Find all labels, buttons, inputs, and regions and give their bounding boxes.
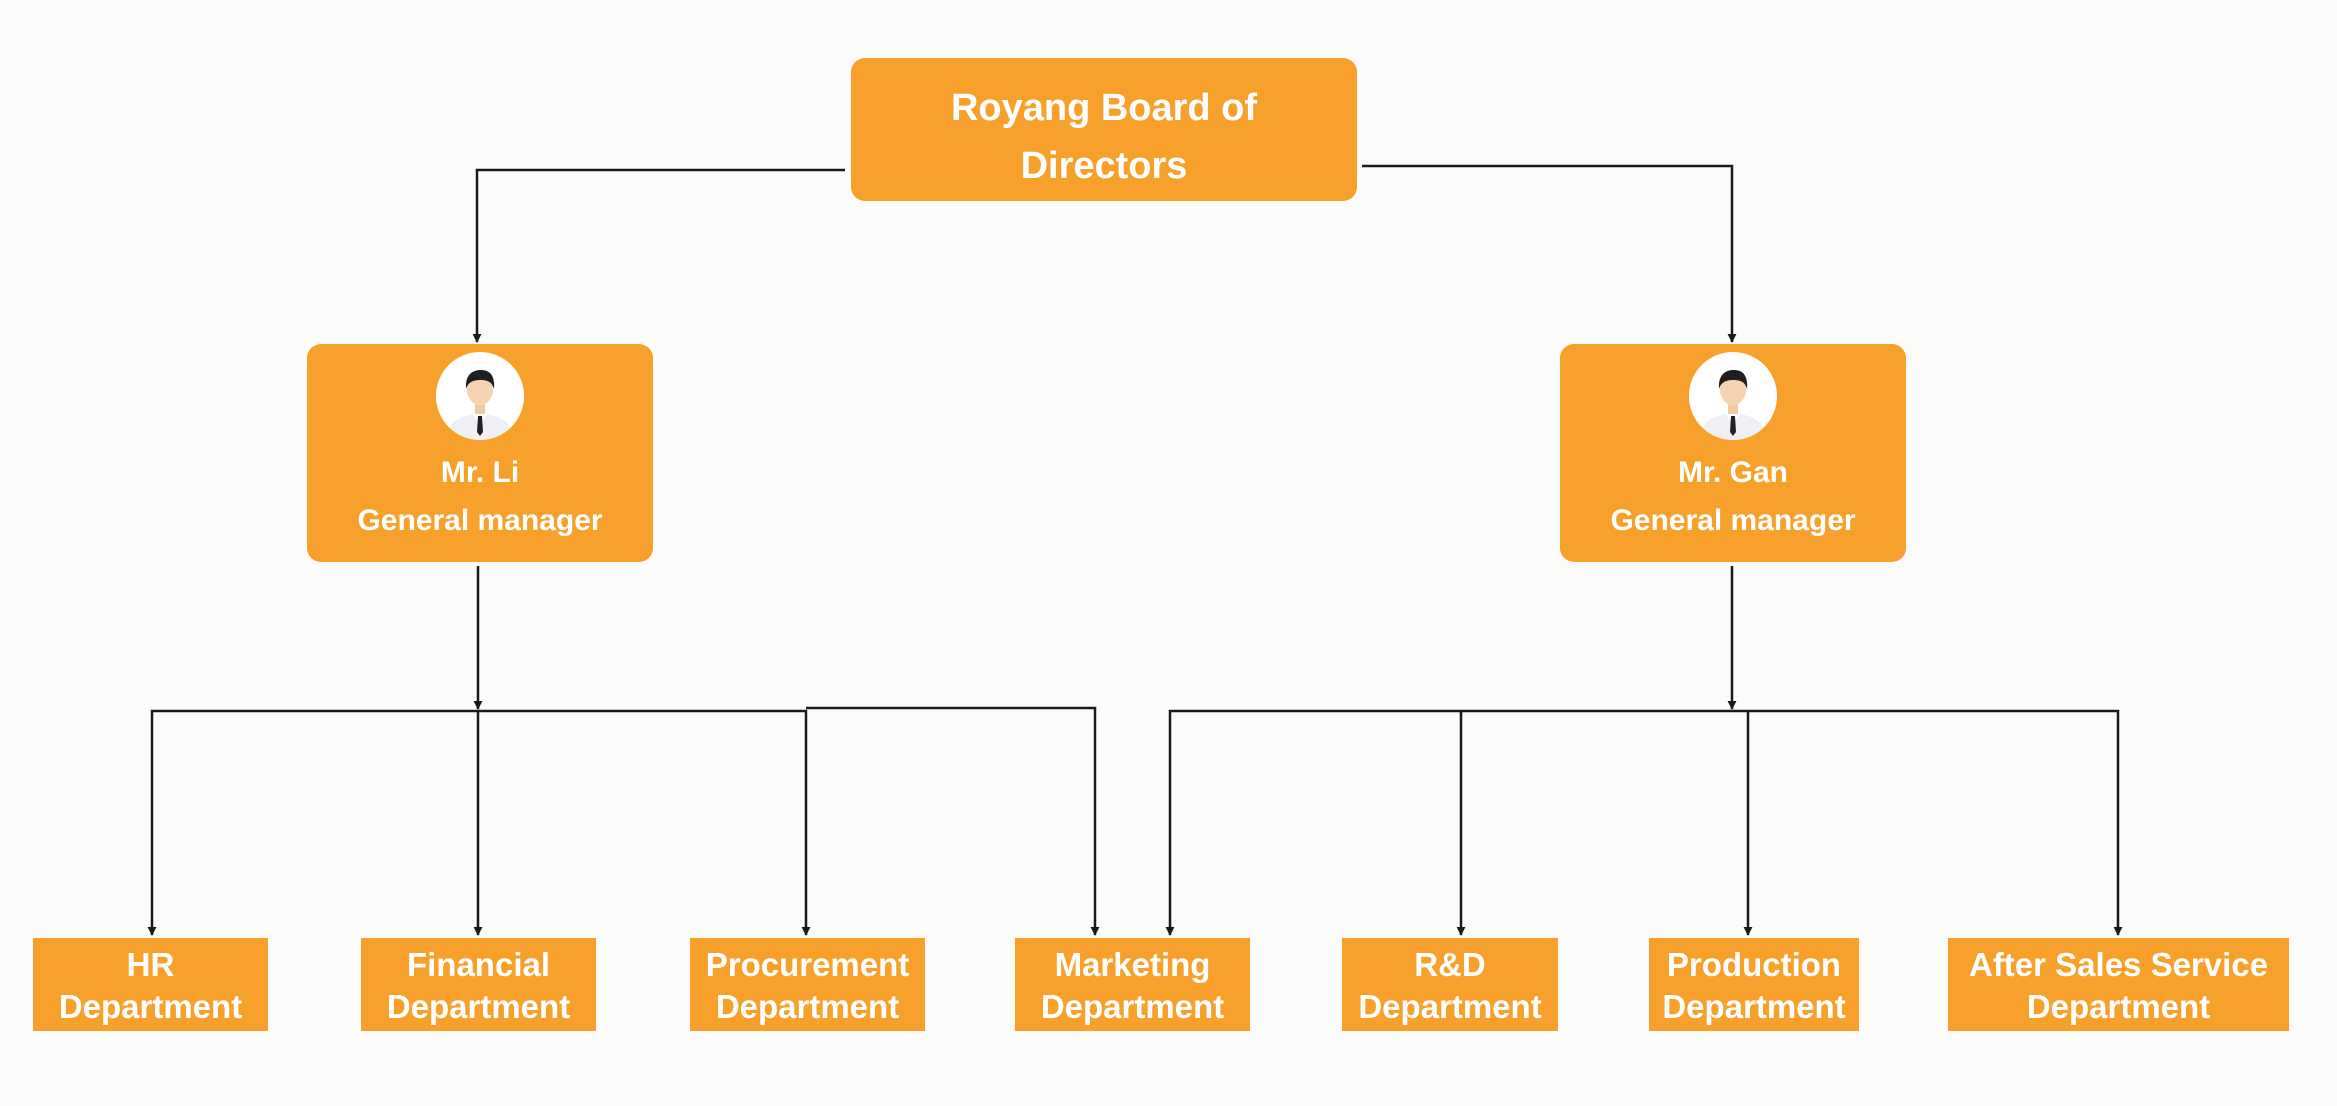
department-box-production: Production Department bbox=[1649, 938, 1859, 1031]
department-box-after-sales: After Sales Service Department bbox=[1948, 938, 2289, 1031]
connector-board-to-li bbox=[472, 168, 845, 343]
manager-name: Mr. Li bbox=[440, 456, 520, 489]
department-label: Procurement Department bbox=[705, 945, 910, 1025]
manager-box-li: Mr. Li General manager bbox=[307, 344, 653, 562]
connector-to-hr bbox=[147, 709, 478, 936]
connector-board-to-gan bbox=[1362, 164, 1737, 343]
board-label: Royang Board of Directors bbox=[950, 86, 1258, 187]
connector-gan-to-marketing bbox=[1165, 709, 1732, 936]
department-label: Marketing Department bbox=[1040, 945, 1225, 1025]
department-label: After Sales Service Department bbox=[1968, 945, 2268, 1025]
businessman-avatar-icon bbox=[1689, 352, 1777, 440]
manager-role: General manager bbox=[1610, 504, 1856, 537]
connector-to-procurement bbox=[478, 709, 811, 936]
department-box-procurement: Procurement Department bbox=[690, 938, 925, 1031]
businessman-avatar-icon bbox=[436, 352, 524, 440]
manager-box-gan: Mr. Gan General manager bbox=[1560, 344, 1906, 562]
department-box-rd: R&D Department bbox=[1342, 938, 1558, 1031]
manager-name: Mr. Gan bbox=[1677, 456, 1789, 489]
department-label: Production Department bbox=[1662, 945, 1846, 1025]
department-label: HR Department bbox=[58, 945, 243, 1025]
department-box-financial: Financial Department bbox=[361, 938, 596, 1031]
department-label: Financial Department bbox=[386, 945, 571, 1025]
board-of-directors-box: Royang Board of Directors bbox=[851, 58, 1357, 201]
department-box-hr: HR Department bbox=[33, 938, 268, 1031]
manager-role: General manager bbox=[357, 504, 603, 537]
department-label: R&D Department bbox=[1358, 945, 1542, 1025]
connector-to-after-sales bbox=[1732, 709, 2123, 936]
connector-li-to-marketing bbox=[806, 706, 1100, 936]
department-box-marketing: Marketing Department bbox=[1015, 938, 1250, 1031]
